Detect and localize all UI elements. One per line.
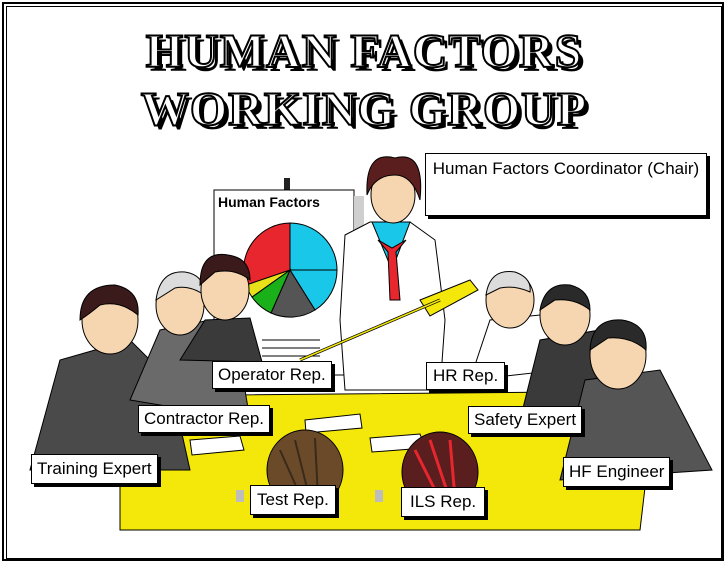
easel-pie-chart bbox=[243, 222, 338, 318]
slide-title-line1: HUMAN FACTORS bbox=[145, 25, 583, 78]
participant-operator-rep bbox=[179, 253, 263, 363]
shadow-ils-rep bbox=[375, 490, 383, 502]
label-coordinator: Human Factors Coordinator (Chair) bbox=[425, 153, 707, 216]
label-training-expert: Training Expert bbox=[31, 454, 158, 484]
label-safety-expert: Safety Expert bbox=[468, 406, 583, 434]
easel-chart-title: Human Factors bbox=[218, 194, 320, 210]
presenter-figure bbox=[299, 156, 479, 391]
participant-hf-engineer bbox=[559, 319, 713, 481]
label-ils-rep: ILS Rep. bbox=[401, 487, 486, 517]
slide-inner-border bbox=[6, 6, 722, 559]
label-contractor-rep: Contractor Rep. bbox=[138, 405, 270, 433]
label-operator-rep: Operator Rep. bbox=[212, 361, 332, 389]
label-hf-engineer: HF Engineer bbox=[563, 457, 671, 487]
label-hr-rep: HR Rep. bbox=[426, 362, 506, 390]
label-test-rep: Test Rep. bbox=[250, 485, 336, 515]
shadow-test-rep bbox=[236, 490, 244, 502]
slide-title-line2: WORKING GROUP bbox=[140, 83, 588, 136]
